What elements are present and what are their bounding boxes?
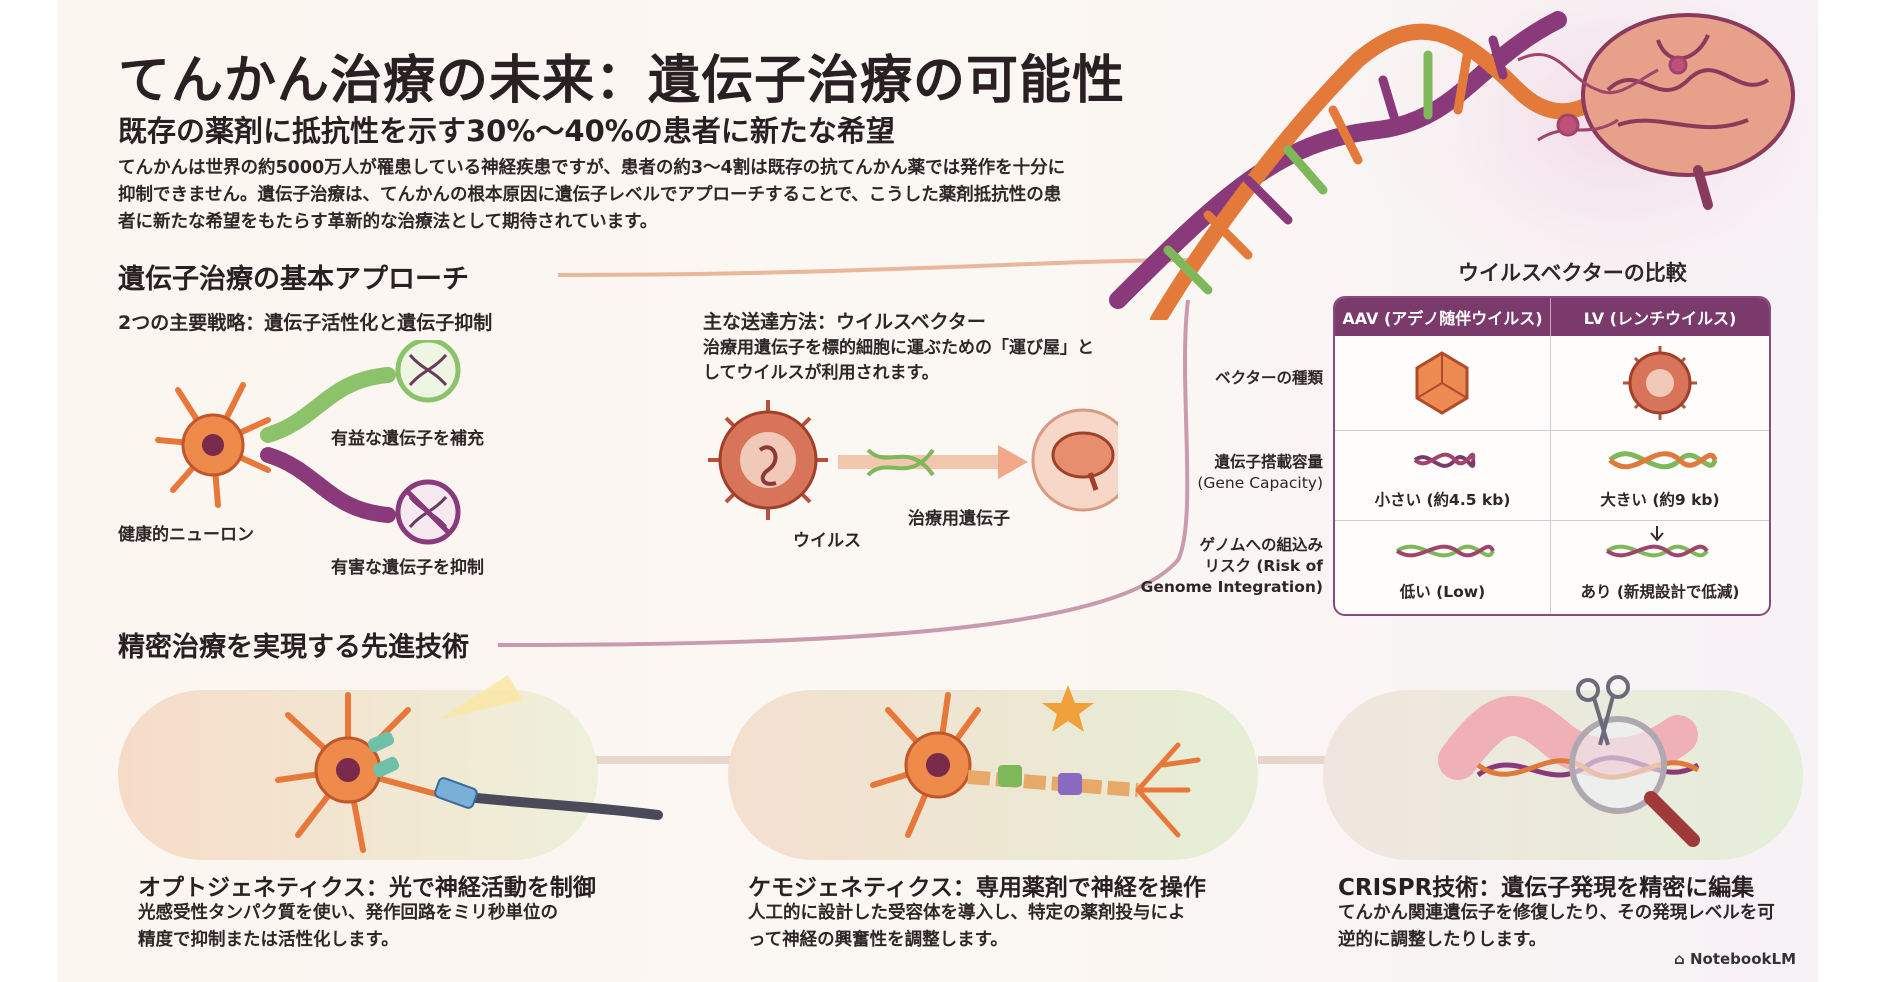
- delivery-diagram: [708, 400, 1118, 520]
- dna-brain-illustration: [1109, 11, 1795, 320]
- light-beam-icon: [438, 675, 523, 720]
- row-label-type: ベクターの種類: [1215, 369, 1323, 387]
- optogenetics-neuron-icon: [275, 692, 461, 853]
- gene-label: 治療用遺伝子: [908, 509, 1010, 529]
- dna-helix-icon: [1109, 11, 1646, 320]
- intro-text: てんかんは世界の約5000万人が罹患している神経疾患ですが、患者の約3〜4割は既…: [118, 158, 1066, 232]
- healthy-neuron-icon: [155, 382, 271, 508]
- lv-virus-icon: [1623, 346, 1697, 420]
- integration-risk-dna-icon: [1605, 526, 1709, 558]
- tech-desc-crispr: てんかん関連遺伝子を修復したり、その発現レベルを可逆的に調整したりします。: [1338, 903, 1775, 950]
- table-icons: [1395, 346, 1718, 558]
- tech-title-optogenetics: オプトジェネティクス：光で神経活動を制御: [138, 875, 596, 901]
- chemogenetics-neuron-icon: [870, 692, 1201, 838]
- scissors-icon: [1576, 675, 1630, 746]
- neuron-network-icon: [1517, 53, 1688, 142]
- lv-risk: あり (新規設計で低減): [1580, 583, 1740, 601]
- tech-illustrations: [275, 675, 1700, 853]
- lv-capacity: 大きい (約9 kb): [1600, 491, 1720, 509]
- page-title: てんかん治療の未来：遺伝子治療の可能性: [118, 51, 1126, 111]
- page-subtitle: 既存の薬剤に抵抗性を示す30%〜40%の患者に新たな希望: [118, 114, 895, 148]
- add-gene-icon: [395, 340, 461, 403]
- tech-desc-chemogenetics: 人工的に設計した受容体を導入し、特定の薬剤投与によって神経の興奮性を調整します。: [748, 903, 1186, 950]
- tech-title-chemogenetics: ケモジェネティクス：専用薬剤で神経を操作: [748, 875, 1206, 901]
- aav-capsid-icon: [1415, 351, 1469, 415]
- small-dna-icon: [1413, 452, 1476, 468]
- magnifier-icon: [1569, 716, 1700, 847]
- row-label-capacity: 遺伝子搭載容量(Gene Capacity): [1197, 453, 1323, 492]
- approach-heading: 遺伝子治療の基本アプローチ: [118, 264, 469, 295]
- brain-icon: [1581, 13, 1795, 210]
- receptor-icon: [998, 765, 1022, 787]
- virus-label: ウイルス: [793, 531, 861, 551]
- aav-capacity: 小さい (約4.5 kb): [1374, 491, 1511, 509]
- optical-fiber-icon: [443, 790, 663, 820]
- large-dna-icon: [1608, 451, 1718, 470]
- vector-comparison-table: AAV (アデノ随伴ウイルス) LV (レンチウイルス): [1333, 296, 1771, 616]
- footer-brand: ⌂ NotebookLM: [1674, 950, 1796, 968]
- delivery-heading: 主な送達方法：ウイルスベクター: [703, 311, 986, 333]
- infographic-page: てんかん治療の未来：遺伝子治療の可能性 既存の薬剤に抵抗性を示す30%〜40%の…: [58, 0, 1818, 982]
- suppress-gene-icon: [395, 479, 461, 545]
- virus-icon: [708, 400, 828, 520]
- advanced-heading: 精密治療を実現する先進技術: [118, 632, 469, 663]
- strategy-diagram: [155, 340, 461, 545]
- col-header-aav: AAV (アデノ随伴ウイルス): [1335, 298, 1551, 336]
- comparison-title: ウイルスベクターの比較: [1458, 261, 1687, 285]
- therapeutic-gene-icon: [866, 448, 935, 477]
- target-brain-cell-icon: [1031, 408, 1118, 512]
- tech-desc-optogenetics: 光感受性タンパク質を使い、発作回路をミリ秒単位の精度で抑制または活性化します。: [138, 903, 558, 950]
- tech-title-crispr: CRISPR技術：遺伝子発現を精密に編集: [1338, 875, 1755, 901]
- low-risk-dna-icon: [1395, 544, 1495, 558]
- drug-star-icon: [1042, 685, 1094, 732]
- notebooklm-logo-icon: ⌂: [1674, 950, 1690, 968]
- strategy-label: 2つの主要戦略：遺伝子活性化と遺伝子抑制: [118, 312, 493, 334]
- col-header-lv: LV (レンチウイルス): [1551, 298, 1769, 336]
- aav-risk: 低い (Low): [1399, 583, 1486, 601]
- delivery-desc: 治療用遺伝子を標的細胞に運ぶための「運び屋」としてウイルスが利用されます。: [703, 338, 1094, 383]
- supplement-label: 有益な遺伝子を補充: [331, 429, 484, 449]
- neuron-label: 健康的ニューロン: [118, 525, 254, 545]
- suppress-label: 有害な遺伝子を抑制: [331, 558, 484, 578]
